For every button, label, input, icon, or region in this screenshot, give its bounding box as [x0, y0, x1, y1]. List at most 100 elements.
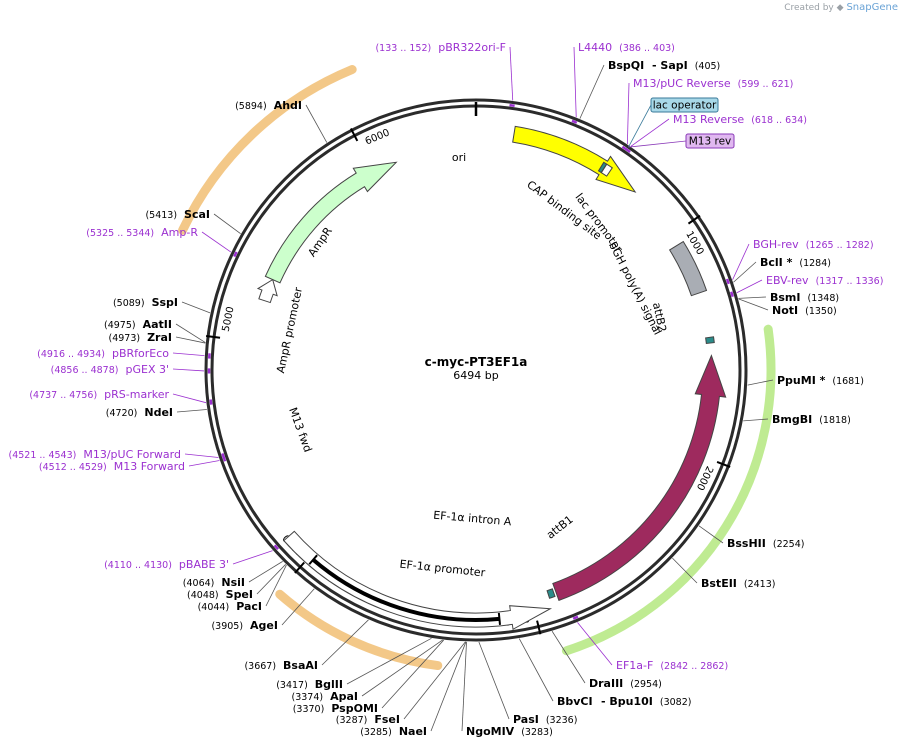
- primer-label: M13/pUC Reverse (599 .. 621): [633, 77, 793, 90]
- restriction-site-label: BstEII (2413): [701, 577, 775, 590]
- tick-6000: [349, 128, 359, 142]
- restriction-site-label-gap: [219, 588, 226, 601]
- restriction-site-label-name: AgeI: [250, 619, 278, 632]
- primer-leader-line: [232, 550, 273, 565]
- feature-label: EF-1α promoter: [399, 558, 486, 580]
- site-leader-line: [518, 638, 554, 702]
- site-leader-line: [346, 637, 432, 685]
- site-leader-line: [265, 564, 287, 607]
- primer-leader-line: [201, 231, 232, 253]
- restriction-site-label: (3905) AgeI: [211, 619, 278, 632]
- primer-mark: [571, 119, 578, 124]
- site-leader-line: [579, 64, 605, 119]
- tick-4000: [294, 561, 305, 574]
- restriction-site-label-position: (4044): [198, 602, 230, 613]
- feature-ef1a-intron-cap-1: [308, 554, 318, 565]
- primer-label-name: pBR322ori-F: [438, 41, 506, 54]
- primer-label-gap: [809, 274, 816, 287]
- restriction-site-label-gap: [653, 695, 660, 708]
- primer-leader-line: [172, 352, 205, 357]
- site-leader-line: [321, 619, 369, 666]
- restriction-site-label: (4973) ZraI: [108, 331, 172, 344]
- primer-leader-line: [172, 393, 207, 404]
- primer-label-name: M13/pUC Forward: [83, 448, 181, 461]
- primer-label: EF1a-F (2842 .. 2862): [616, 659, 728, 672]
- restriction-site-label-position: (4973): [108, 333, 140, 344]
- primer-label-position: (1317 .. 1336): [816, 276, 884, 287]
- primer-label-position: (599 .. 621): [738, 79, 794, 90]
- brand-prefix: Created by: [784, 3, 834, 13]
- restriction-site-label-gap: [367, 713, 374, 726]
- restriction-site-label-gap: [276, 659, 283, 672]
- restriction-site-label-position: (3905): [211, 621, 243, 632]
- restriction-site-label: (4720) NdeI: [106, 406, 173, 419]
- primer-label-gap: [731, 77, 738, 90]
- restriction-site-label-name: BclI *: [760, 256, 793, 269]
- restriction-site-label-position: (3236): [546, 715, 578, 726]
- primer-label-gap: [107, 460, 114, 473]
- restriction-site-label-name: AatII: [143, 318, 172, 331]
- restriction-site-label-gap: [798, 304, 805, 317]
- feature-label: EF-1α intron A: [433, 509, 513, 529]
- restriction-site-label-name: AhdI: [274, 99, 302, 112]
- primer-leader-line: [736, 279, 763, 294]
- primer-label-name: M13 Forward: [114, 460, 185, 473]
- restriction-site-label: (3417) BglII: [276, 678, 343, 691]
- restriction-site-label-name: PspOMI: [331, 702, 378, 715]
- site-leader-line: [733, 261, 757, 283]
- restriction-site-label: (3285) NaeI: [360, 725, 427, 738]
- snapgene-brand: Created by ◆ SnapGene: [784, 2, 898, 13]
- restriction-site-label-gap: [539, 713, 546, 726]
- restriction-site-label-name: BsmI: [770, 291, 801, 304]
- snapgene-logo-icon: ◆: [836, 3, 844, 13]
- boxed-label-leader: [628, 140, 687, 148]
- feature-bgh-polya: [668, 240, 708, 297]
- site-leader-line: [430, 641, 467, 732]
- restriction-site-label-position: (5894): [235, 101, 267, 112]
- tick-3000: [536, 620, 542, 635]
- restriction-site-label-gap: [392, 725, 399, 738]
- primer-label-gap: [431, 41, 438, 54]
- restriction-site-label-position: (2413): [744, 579, 776, 590]
- restriction-site-label-position: (1818): [819, 415, 851, 426]
- restriction-site-label: BsmI (1348): [770, 291, 839, 304]
- feature-ampr-promoter: [256, 278, 278, 304]
- restriction-site-label-position: (5413): [145, 210, 177, 221]
- primer-label: (5325 .. 5344) Amp-R: [86, 226, 198, 239]
- feature-ampr: [264, 161, 398, 284]
- site-leader-line: [256, 564, 286, 595]
- site-leader-line: [461, 641, 467, 732]
- restriction-site-label: - Bpu10I (3082): [601, 695, 691, 708]
- tick-1000: [687, 214, 701, 225]
- primer-label: (4110 .. 4130) pBABE 3': [104, 558, 229, 571]
- restriction-site-label-gap: [766, 537, 773, 550]
- primer-label-name: pRS-marker: [104, 388, 169, 401]
- restriction-site-label-name: NgoMIV: [466, 725, 515, 738]
- restriction-site-label-gap: [737, 577, 744, 590]
- primer-mark: [572, 615, 579, 620]
- feature-ef1a-intron: [311, 558, 500, 622]
- feature-halos: [178, 65, 776, 671]
- feature-lac-promoter: [600, 163, 613, 177]
- restriction-site-label-position: (3082): [660, 697, 692, 708]
- primer-label: (133 .. 152) pBR322ori-F: [375, 41, 506, 54]
- site-leader-line: [698, 525, 724, 544]
- restriction-site-label-name: - Bpu10I: [601, 695, 653, 708]
- primer-label-position: (1265 .. 1282): [806, 240, 874, 251]
- restriction-site-label-position: (3370): [293, 704, 325, 715]
- site-leader-line: [738, 296, 767, 299]
- primer-leader-line: [732, 243, 750, 280]
- restriction-site-label-gap: [792, 256, 799, 269]
- restriction-site-label-position: (2254): [773, 539, 805, 550]
- primer-label: (4521 .. 4543) M13/pUC Forward: [8, 448, 181, 461]
- restriction-site-label-name: BmgBI: [772, 413, 812, 426]
- restriction-site-label: BspQI: [608, 59, 644, 72]
- restriction-site-label-position: (1348): [808, 293, 840, 304]
- feature-label: c-Myc: [650, 433, 675, 468]
- primer-mark: [233, 251, 238, 258]
- restriction-site-label-name: SspI: [152, 296, 178, 309]
- primer-label: (4737 .. 4756) pRS-marker: [29, 388, 169, 401]
- primer-label-name: L4440: [578, 41, 612, 54]
